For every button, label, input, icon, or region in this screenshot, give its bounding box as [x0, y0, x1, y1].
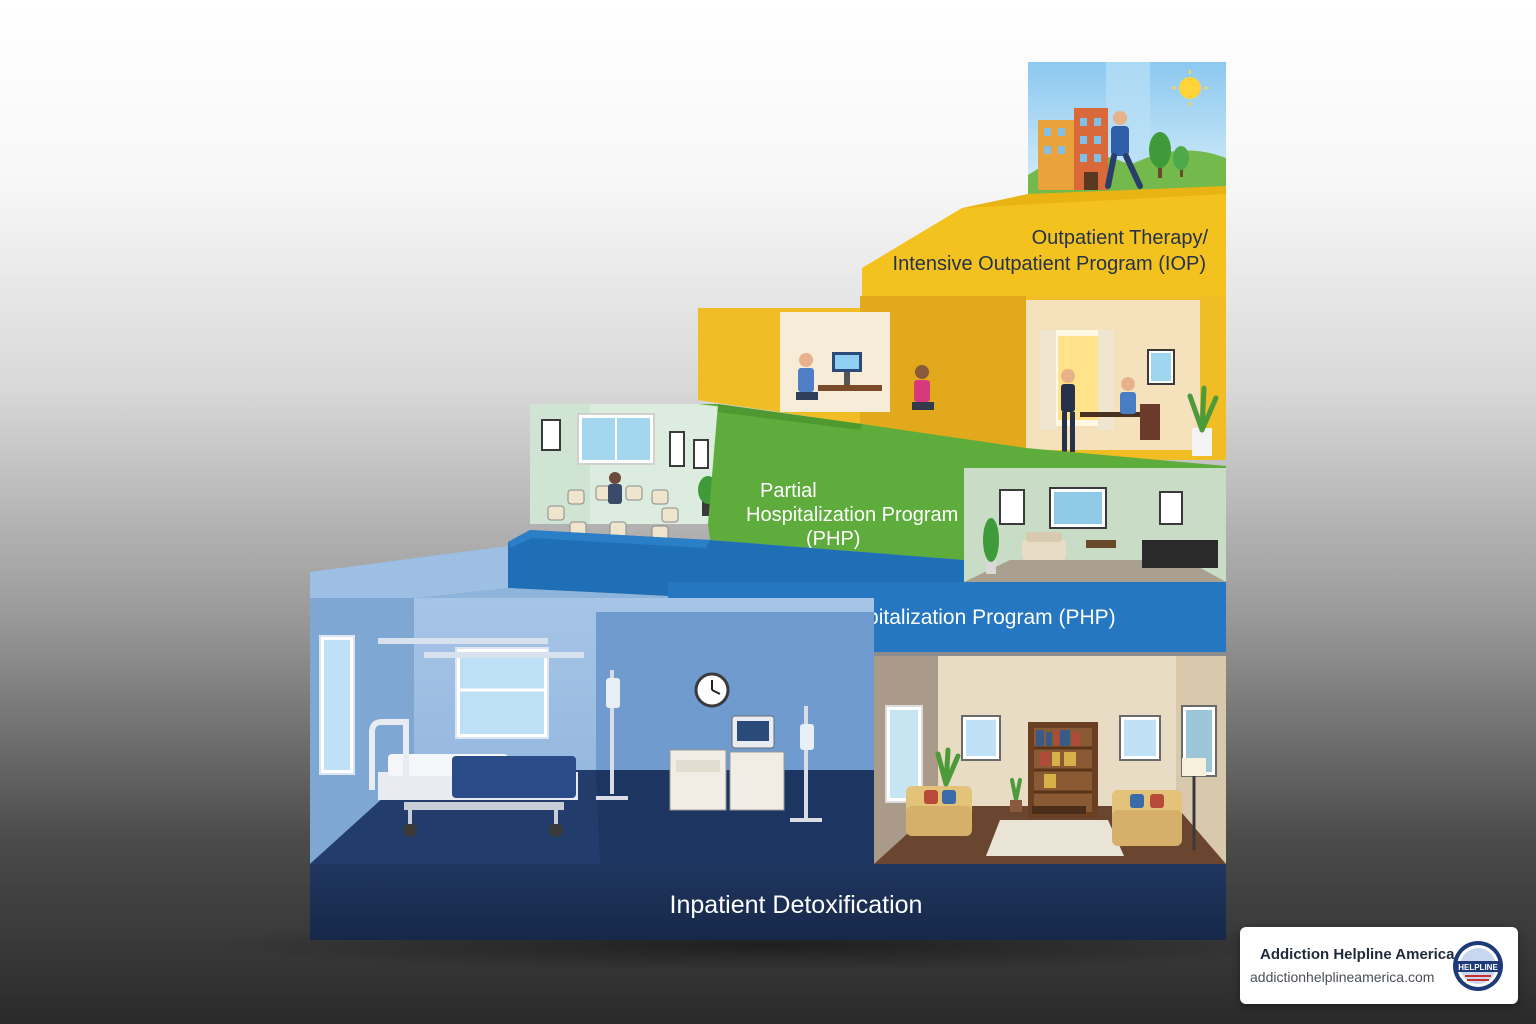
lamp-icon	[1182, 758, 1206, 850]
brand-url[interactable]: addictionhelplineamerica.com	[1250, 969, 1435, 985]
bookshelf-icon	[1028, 722, 1098, 818]
desk	[818, 385, 882, 391]
iop-label-line2: Intensive Outpatient Program (IOP)	[893, 253, 1206, 275]
detox-level: Inpatient Detoxification	[310, 546, 1226, 940]
person-icon	[1120, 377, 1160, 440]
plant-icon	[935, 747, 1022, 812]
clock-icon	[694, 672, 730, 708]
php-room-label-line3: (PHP)	[806, 528, 860, 550]
iv-stand-icon	[790, 706, 822, 822]
php-room-label-line2: Hospitalization Program	[746, 504, 958, 526]
person-icon	[1105, 111, 1143, 189]
ceiling-lift-rail	[378, 638, 548, 644]
iop-top-face	[862, 186, 1226, 296]
iop-level: Outpatient Therapy/ Intensive Outpatient…	[698, 62, 1226, 460]
detox-front-face	[310, 864, 1226, 940]
php-green-level: Partial Hospitalization Program (PHP)	[530, 404, 1226, 582]
svg-text:HELPLINE: HELPLINE	[1458, 963, 1498, 972]
medical-cart	[729, 751, 785, 811]
coffee-table	[1032, 806, 1086, 814]
tree-icon	[1149, 132, 1189, 178]
tv-stand	[1142, 540, 1218, 568]
brand-name: Addiction Helpline America	[1260, 946, 1455, 963]
sofa-icon	[1022, 532, 1066, 560]
person-icon	[1061, 369, 1075, 452]
sofa-icon	[906, 786, 972, 836]
iop-label-line1: Outpatient Therapy/	[1032, 227, 1209, 249]
person-icon	[796, 353, 818, 400]
bedside-cabinet	[669, 749, 727, 811]
detox-label: Inpatient Detoxification	[670, 891, 923, 919]
plant-icon	[1187, 385, 1219, 456]
hospital-bed-icon	[369, 719, 578, 837]
php-room-label-line1: Partial	[760, 480, 817, 502]
plant-icon	[983, 518, 999, 574]
sun-icon	[1172, 70, 1208, 106]
building-icon	[1038, 108, 1108, 190]
iv-stand-icon	[596, 670, 628, 800]
person-icon	[608, 472, 622, 504]
helpline-seal-logo: HELPLINE	[1453, 941, 1503, 991]
sofa-icon	[1112, 790, 1182, 846]
person-icon	[912, 365, 934, 410]
monitor-icon	[832, 352, 862, 386]
brand-badge[interactable]: Addiction Helpline America addictionhelp…	[1240, 927, 1518, 1004]
monitor-icon	[731, 715, 775, 749]
